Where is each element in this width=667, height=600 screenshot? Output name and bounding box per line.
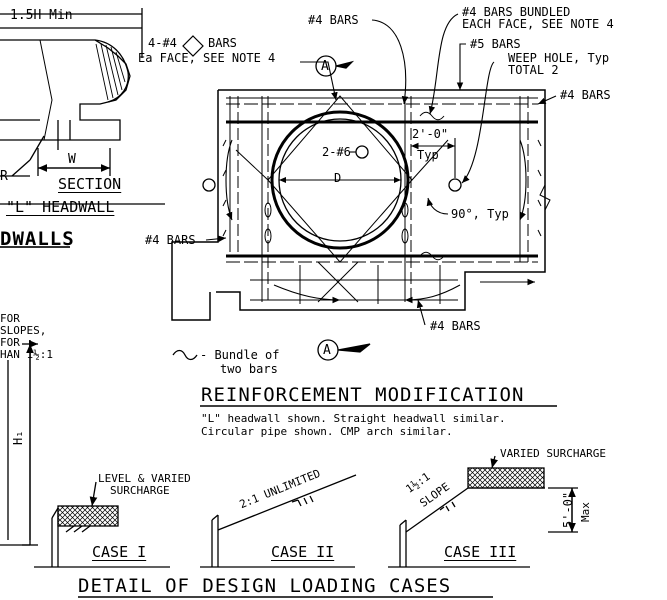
headwall-elevation (171, 89, 551, 321)
headwalls-title: DWALLS (0, 228, 75, 250)
headwall-section-drawing (0, 8, 165, 546)
bundled-bars-label-2: EACH FACE, SEE NOTE 4 (462, 17, 614, 31)
section-title: SECTION (58, 175, 122, 193)
bars-note-3: Ea FACE, SEE NOTE 4 (138, 51, 276, 65)
left-bars-label: #4 BARS (145, 233, 196, 247)
reinforcement-note-1: "L" headwall shown. Straight headwall si… (201, 412, 506, 425)
pipe-circle (270, 110, 410, 250)
case-two-label: CASE II (271, 543, 335, 561)
level-surcharge-1: LEVEL & VARIED (98, 472, 191, 485)
section-marker-bottom (317, 339, 371, 361)
case-one-drawing (34, 481, 170, 568)
min-length-label: 1.5H Min (10, 8, 73, 23)
weep-hole-label-1: WEEP HOLE, Typ (508, 51, 610, 65)
slope-note-2: SLOPES, (0, 324, 47, 337)
h1-label: H₁ (11, 430, 25, 445)
width-label: W (68, 152, 76, 167)
section-marker-top (315, 55, 355, 77)
varied-surcharge-label: VARIED SURCHARGE (500, 447, 606, 460)
bundle-legend-1: - Bundle of (200, 348, 280, 362)
leader-lines (205, 13, 557, 326)
bundle-legend-symbol (172, 349, 198, 361)
right-bars-label: #4 BARS (560, 88, 611, 102)
case-three-drawing (388, 455, 578, 568)
diameter-label: D (334, 171, 342, 185)
slope-note-3: FOR (0, 336, 20, 349)
reinforcement-title: REINFORCEMENT MODIFICATION (201, 384, 525, 406)
bar-diamond-symbol (182, 35, 204, 57)
bottom-bars-label: #4 BARS (430, 319, 481, 333)
weep-holes (202, 178, 462, 192)
top-bars-label: #4 BARS (308, 13, 359, 27)
angle-label: 90°, Typ (451, 207, 509, 221)
case-three-label: CASE III (444, 543, 517, 561)
bars-6-label: 2-#6 (322, 145, 351, 159)
bars-5-label: #5 BARS (470, 37, 521, 51)
spacing-dimension: 2'-0" (412, 127, 449, 141)
typ-label: Typ (417, 148, 439, 162)
rebar-grid (222, 95, 542, 304)
section-marker-a-top: A (321, 59, 329, 74)
section-marker-a-bottom: A (323, 343, 331, 358)
reinforcement-note-2: Circular pipe shown. CMP arch similar. (201, 425, 453, 438)
bundle-legend-2: two bars (220, 362, 278, 376)
case-one-label: CASE I (92, 543, 147, 561)
l-headwall-title: "L" HEADWALL (6, 198, 115, 216)
five-foot-dimension: 5'-0" (561, 491, 575, 528)
bundled-bars-label-1: #4 BARS BUNDLED (462, 5, 571, 19)
r-label: R (0, 169, 8, 184)
weep-hole-label-2: TOTAL 2 (508, 63, 559, 77)
max-label: Max (579, 502, 592, 522)
bars-note-2: BARS (208, 36, 237, 50)
loading-cases-title: DETAIL OF DESIGN LOADING CASES (78, 575, 452, 597)
bars-note-1: 4-#4 (148, 36, 177, 50)
slope-note-1: FOR (0, 312, 20, 325)
title-underlines (0, 246, 557, 598)
slope-note-4: HAN 1½:1 (0, 348, 53, 361)
level-surcharge-2: SURCHARGE (110, 484, 170, 497)
case-two-drawing (200, 474, 357, 568)
